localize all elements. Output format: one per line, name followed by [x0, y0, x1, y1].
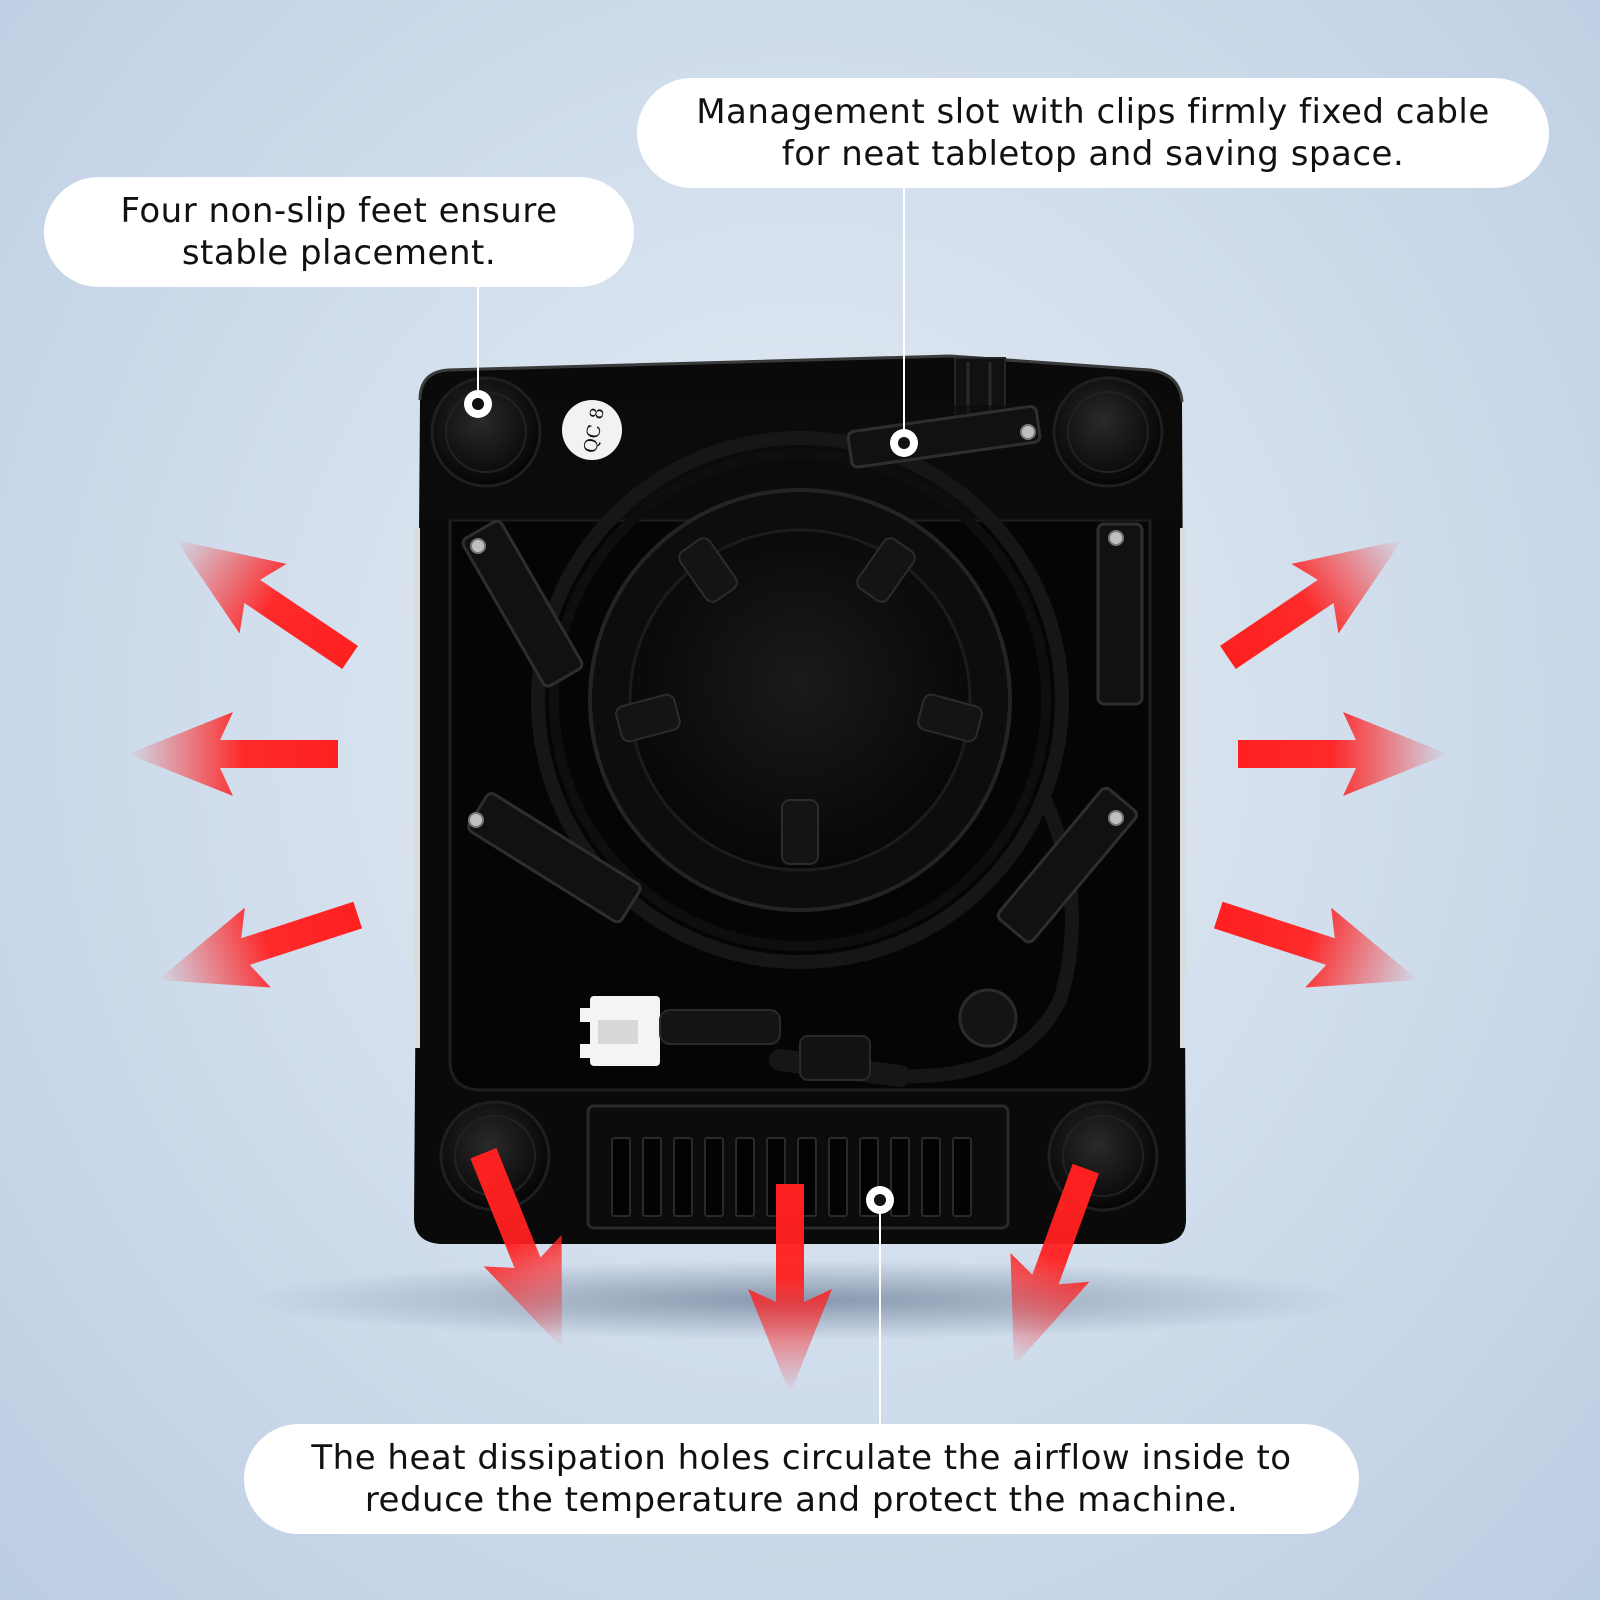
- vent-slot: [921, 1137, 941, 1217]
- callout-heat-line1: The heat dissipation holes circulate the…: [311, 1438, 1292, 1478]
- foot-top-right: [1052, 376, 1164, 488]
- callout-cable-management: Management slot with clips firmly fixed …: [637, 78, 1549, 188]
- arrow-left-lower: [145, 875, 371, 1020]
- vent-slot: [735, 1137, 755, 1217]
- vent-slot: [611, 1137, 631, 1217]
- arrow-right-middle: [1238, 712, 1448, 796]
- callout-heat-dissipation: The heat dissipation holes circulate the…: [244, 1424, 1359, 1534]
- arrow-left-upper: [152, 505, 374, 693]
- power-plug: [580, 996, 871, 1081]
- arrow-right-lower: [1205, 875, 1431, 1020]
- callout-heat-line2: reduce the temperature and protect the m…: [364, 1480, 1239, 1520]
- arrow-right-upper: [1204, 505, 1426, 693]
- vent-slots: [611, 1137, 972, 1217]
- callout-leaders: [464, 188, 918, 1424]
- callout-non-slip-feet: Four non-slip feet ensure stable placeme…: [44, 177, 634, 287]
- callout-feet-line1: Four non-slip feet ensure: [120, 191, 558, 231]
- vent-slot: [890, 1137, 910, 1217]
- arrow-left-middle: [128, 712, 338, 796]
- vent-slot: [704, 1137, 724, 1217]
- motor-pad: [588, 488, 1012, 912]
- foot-top-left: [430, 376, 542, 488]
- vent-slot: [642, 1137, 662, 1217]
- callout-cable-line2: for neat tabletop and saving space.: [781, 134, 1405, 174]
- callout-cable-line1: Management slot with clips firmly fixed …: [696, 92, 1490, 132]
- callout-feet-line2: stable placement.: [181, 233, 497, 273]
- screws: [468, 424, 1124, 828]
- vent-slot: [828, 1137, 848, 1217]
- vent-slot: [952, 1137, 972, 1217]
- coiled-cable: [531, 431, 1079, 1087]
- cord-knob: [958, 988, 1018, 1048]
- vent-slot: [673, 1137, 693, 1217]
- qc-sticker: QC 8: [562, 400, 622, 460]
